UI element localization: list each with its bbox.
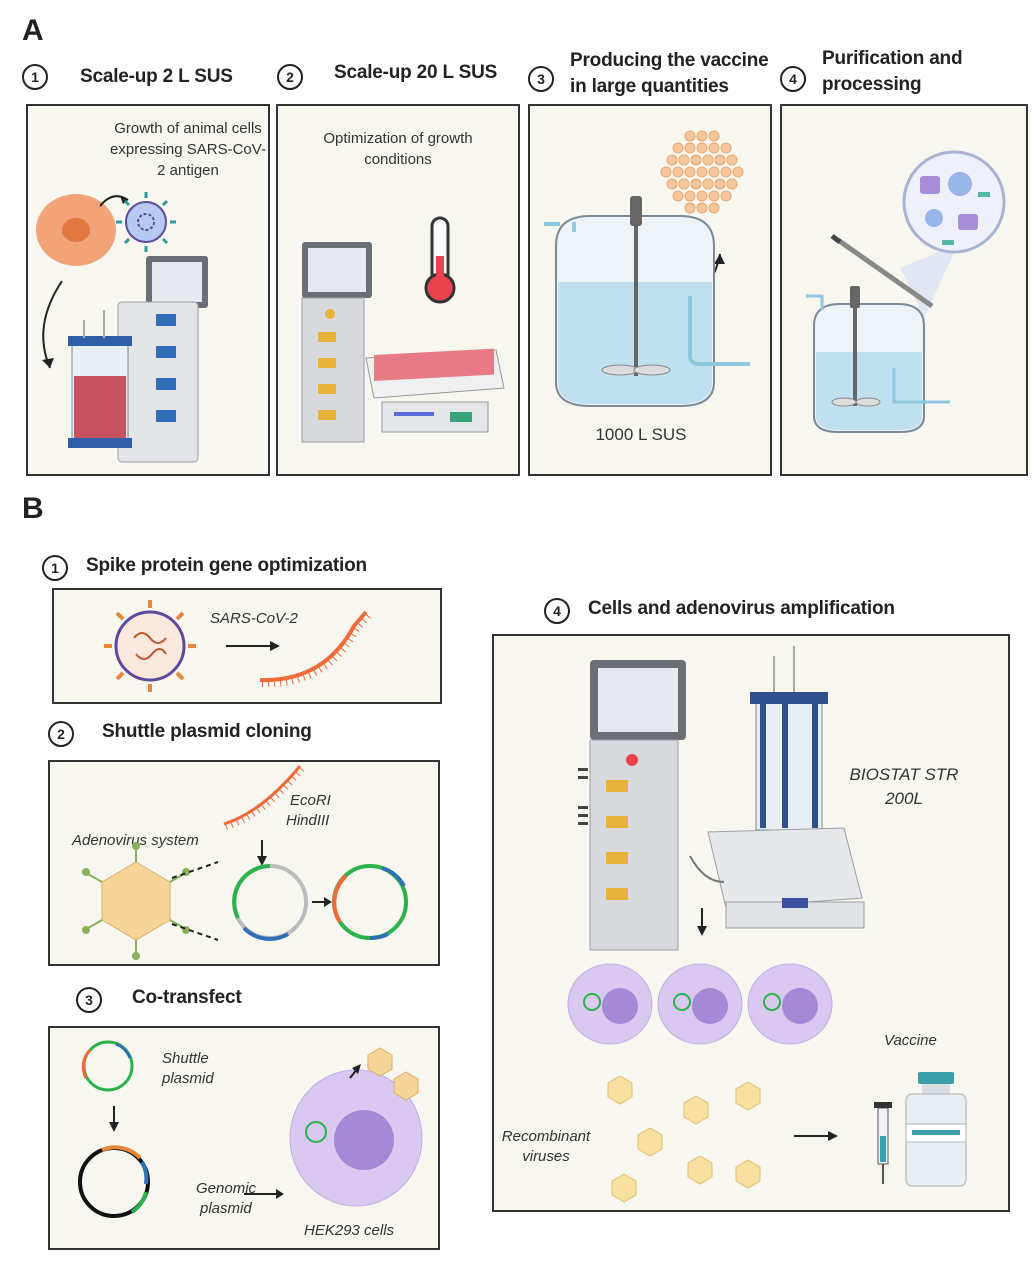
step-a1-number: 1 (22, 64, 48, 90)
step-a1-caption: Growth of animal cells expressing SARS-C… (110, 120, 266, 179)
step-b4-box: BIOSTAT STR 200L Vaccine Recombinant vir… (492, 634, 1010, 1212)
bioreactor-20l-icon (301, 242, 505, 443)
step-a2-title: Scale-up 20 L SUS (334, 62, 498, 83)
syringe-icon (830, 234, 934, 309)
purification-illustration (806, 150, 1006, 433)
genomic-label-2: plasmid (200, 1200, 252, 1217)
thermometer-icon (424, 216, 456, 304)
spike-gene-icon (259, 610, 372, 688)
vaccine-vial-icon (905, 1072, 967, 1187)
sars-cov-2-label: SARS-CoV-2 (210, 610, 298, 627)
vaccine-label: Vaccine (884, 1032, 937, 1049)
shuttle-label-2: plasmid (162, 1070, 214, 1087)
co-transfect-illustration (78, 1040, 423, 1218)
genomic-plasmid-icon (78, 1145, 150, 1218)
biostat-vessel-icon (689, 646, 865, 929)
hek293-cells-label: HEK293 cells (304, 1222, 395, 1239)
recombinant-viruses-icon (607, 1075, 761, 1203)
gene-optimization-illustration (104, 600, 372, 692)
hindiii-label: HindIII (286, 812, 330, 829)
coronavirus-icon (104, 600, 196, 692)
step-a1-title: Scale-up 2 L SUS (80, 66, 233, 87)
step-a2-caption: Optimization of growth conditions (323, 130, 473, 168)
step-b1-number: 1 (42, 555, 68, 581)
step-b2-box: EcoRI HindIII Adenovirus system (48, 760, 440, 966)
vaccine-particles-icon (660, 130, 744, 214)
step-b3-number: 3 (76, 987, 102, 1013)
producing-vaccine-illustration (544, 130, 750, 407)
scale-up-20l-illustration (301, 216, 505, 443)
step-a2-box: Optimization of growth conditions (276, 104, 520, 476)
magnified-proteins-icon (902, 150, 1006, 254)
step-b1-box: SARS-CoV-2 (52, 588, 442, 704)
panel-b-letter: B (22, 492, 44, 525)
bioreactor-1000l-icon (544, 196, 750, 407)
ecori-label: EcoRI (290, 792, 331, 809)
biostat-label-1: BIOSTAT STR (849, 765, 959, 784)
shuttle-plasmid-icon (81, 1040, 134, 1092)
plasmid-cloning-illustration (82, 765, 408, 960)
genomic-label-1: Genomic (196, 1180, 257, 1197)
step-b4-title: Cells and adenovirus amplification (588, 598, 895, 619)
recombinant-label-2: viruses (522, 1148, 570, 1165)
step-b4-number: 4 (544, 598, 570, 624)
released-virus-icon (367, 1047, 419, 1101)
biostat-label-2: 200L (885, 789, 923, 808)
step-b1-title: Spike protein gene optimization (86, 555, 367, 576)
biostat-console-icon (578, 660, 686, 951)
hek293-cell-icon (289, 1069, 423, 1207)
step-b2-title: Shuttle plasmid cloning (102, 721, 312, 742)
step-a1-box: Growth of animal cells expressing SARS-C… (26, 104, 270, 476)
infected-cells-icon (567, 963, 833, 1045)
step-a3-number: 3 (528, 66, 554, 92)
step-b3-title: Co-transfect (132, 987, 242, 1008)
recombinant-shuttle-plasmid-icon (332, 864, 408, 941)
step-a4-title: Purification and processing (822, 48, 963, 95)
empty-shuttle-plasmid-icon (232, 864, 308, 941)
step-a3-box: 1000 L SUS (528, 104, 772, 476)
step-b2-number: 2 (48, 721, 74, 747)
adenovirus-capsid-icon (82, 842, 190, 960)
purification-vessel-icon (806, 286, 950, 433)
sars-cov-2-virus-icon (116, 192, 176, 252)
adenovirus-system-label: Adenovirus system (72, 832, 199, 849)
step-b3-box: Shuttle plasmid Genomic plasmid HEK293 c… (48, 1026, 440, 1250)
step-a2-number: 2 (277, 64, 303, 90)
bioreactor-2l-icon (68, 256, 208, 463)
recombinant-label-1: Recombinant (501, 1128, 591, 1145)
step-a3-title: Producing the vaccine in large quantitie… (570, 50, 769, 97)
step-a3-caption: 1000 L SUS (595, 425, 687, 444)
vaccine-syringe-icon (874, 1102, 892, 1184)
scale-up-2l-illustration (36, 192, 208, 463)
step-a4-number: 4 (780, 66, 806, 92)
shuttle-label-1: Shuttle (162, 1050, 209, 1067)
amplification-illustration (567, 646, 967, 1203)
step-a4-box (780, 104, 1028, 476)
panel-a-letter: A (22, 14, 44, 47)
